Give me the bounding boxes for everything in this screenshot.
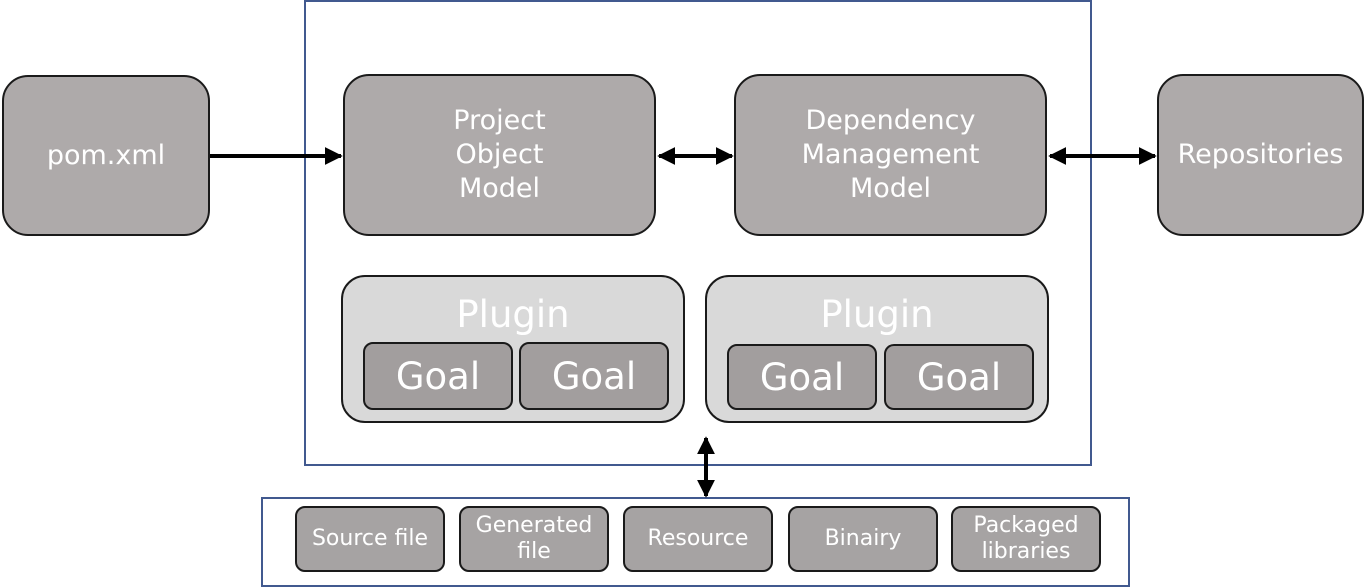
goal-box: Goal bbox=[727, 344, 877, 410]
artifact-generated-file: Generated file bbox=[459, 506, 609, 572]
plugin-box: Plugin Goal Goal bbox=[341, 275, 685, 423]
goal-box: Goal bbox=[519, 342, 669, 410]
goal-box: Goal bbox=[363, 342, 513, 410]
project-object-model-node: Project Object Model bbox=[343, 74, 656, 236]
artifact-resource: Resource bbox=[623, 506, 773, 572]
artifact-source-file: Source file bbox=[295, 506, 445, 572]
repositories-node: Repositories bbox=[1157, 74, 1364, 236]
dependency-management-model-node: Dependency Management Model bbox=[734, 74, 1047, 236]
goal-box: Goal bbox=[884, 344, 1034, 410]
artifact-binairy: Binairy bbox=[788, 506, 938, 572]
plugin-label: Plugin bbox=[820, 293, 934, 336]
artifact-packaged-libraries: Packaged libraries bbox=[951, 506, 1101, 572]
artifacts-frame bbox=[261, 497, 1130, 587]
plugin-box: Plugin Goal Goal bbox=[705, 275, 1049, 423]
pom-xml-node: pom.xml bbox=[2, 75, 210, 236]
plugin-label: Plugin bbox=[456, 293, 570, 336]
